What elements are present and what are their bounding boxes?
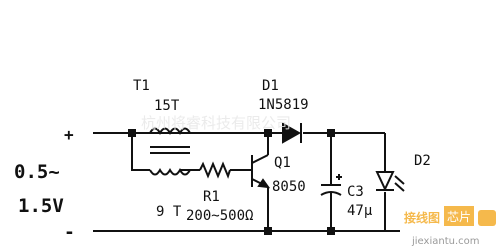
- junction-dot: [264, 227, 272, 235]
- r1-ref-label: R1: [203, 189, 220, 205]
- corner-watermark-box-text: 芯片: [447, 210, 471, 224]
- junction-dot: [264, 129, 272, 137]
- input-minus-label: -: [64, 222, 75, 243]
- labels: + - 0.5~ 1.5V T1 15T 9 T D1 1N5819 R1 20…: [14, 78, 431, 243]
- junction-dot: [327, 129, 335, 137]
- junctions: [128, 129, 335, 235]
- c3-plate-bottom: [320, 191, 342, 196]
- d1-part-label: 1N5819: [258, 97, 309, 113]
- resistor-r1: [199, 161, 231, 179]
- junction-dot: [327, 227, 335, 235]
- input-voltage-max: 1.5V: [18, 195, 64, 217]
- c3-ref-label: C3: [347, 184, 364, 200]
- transistor-q1: [251, 154, 271, 189]
- d2-ray-2: [394, 182, 405, 192]
- corner-watermark-box: [444, 206, 474, 226]
- junction-dot: [128, 129, 136, 137]
- capacitor-c3: [320, 174, 342, 196]
- q1-ref-label: Q1: [274, 155, 291, 171]
- corner-watermark-url: jiexiantu.com: [411, 236, 480, 247]
- t1-primary-turns: 15T: [154, 98, 180, 114]
- wires: [93, 132, 400, 232]
- t1-primary-coil: [149, 127, 191, 136]
- corner-watermark: 接线图 芯片 jiexiantu.com: [402, 200, 500, 249]
- t1-secondary-turns: 9 T: [156, 204, 182, 220]
- t1-secondary-coil: [149, 167, 191, 176]
- corner-watermark-dot: [478, 210, 496, 226]
- d1-triangle: [282, 122, 302, 144]
- primary-loop-wire: [131, 133, 150, 171]
- diode-d1: [282, 122, 302, 144]
- d1-ref-label: D1: [262, 78, 279, 94]
- c3-value-label: 47μ: [347, 203, 373, 219]
- d2-triangle: [375, 171, 395, 192]
- r1-value-label: 200~500Ω: [186, 208, 253, 224]
- input-voltage-range: 0.5~: [14, 161, 60, 183]
- center-watermark: 杭州将睿科技有限公司: [141, 114, 291, 132]
- q1-emitter-arrow: [257, 178, 271, 189]
- d2-ray-1: [394, 175, 405, 185]
- t1-ref-label: T1: [133, 78, 150, 94]
- q1-part-label: 8050: [272, 179, 306, 195]
- d2-ref-label: D2: [414, 153, 431, 169]
- led-d2: [375, 171, 405, 192]
- corner-watermark-cn: 接线图: [404, 210, 440, 225]
- input-plus-label: +: [64, 125, 74, 144]
- q1-collector-leg: [251, 154, 269, 164]
- transformer-t1: [149, 127, 191, 176]
